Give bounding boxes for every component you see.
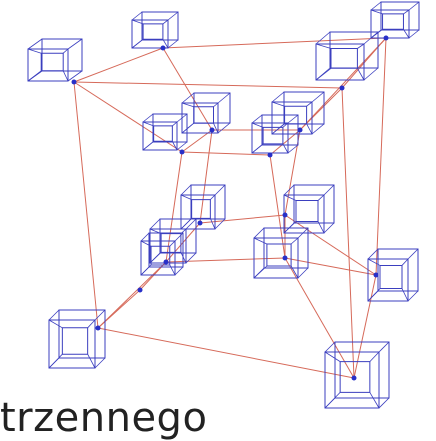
edge-26 (284, 257, 355, 379)
small-cubes (27, 1, 420, 409)
small-cube-15 (324, 341, 390, 409)
vertex-node-13 (282, 212, 288, 218)
small-cube-3 (370, 1, 420, 39)
vertex-node-15 (137, 287, 143, 293)
edge-9 (162, 47, 213, 131)
edge-6 (375, 37, 387, 276)
hypercube-wireframe (27, 1, 420, 409)
edge-22 (199, 214, 286, 224)
small-cube-11 (283, 184, 335, 234)
small-cube-14 (48, 309, 106, 369)
edge-28 (284, 257, 377, 276)
vertex-node-11 (197, 220, 203, 226)
vertex-node-2 (383, 35, 389, 41)
edge-8 (341, 87, 355, 379)
vertex-node-6 (267, 152, 273, 158)
vertex-node-14 (373, 272, 379, 278)
edge-4 (73, 81, 99, 329)
edge-29 (139, 261, 167, 291)
edge-12 (181, 151, 271, 156)
vertex-node-8 (95, 325, 101, 331)
edge-25 (97, 261, 167, 329)
vertex-node-12 (282, 255, 288, 261)
vertex-node-10 (163, 259, 169, 265)
edge-17 (165, 151, 183, 263)
caption-text: trzennego (0, 395, 208, 441)
vertex-node-3 (339, 85, 345, 91)
edge-27 (284, 214, 377, 276)
edge-10 (73, 81, 183, 153)
edge-0 (73, 47, 164, 83)
small-cube-8 (180, 184, 226, 230)
connecting-edges (73, 37, 387, 379)
vertex-nodes (71, 35, 389, 381)
edge-5 (97, 327, 355, 379)
edge-30 (97, 289, 141, 329)
small-cube-13 (367, 248, 419, 302)
edge-2 (73, 81, 343, 89)
small-cube-5 (142, 113, 188, 151)
vertex-node-0 (71, 79, 77, 85)
vertex-node-7 (297, 127, 303, 133)
small-cube-12 (253, 227, 309, 279)
small-cube-4 (181, 92, 231, 134)
edge-16 (299, 37, 387, 131)
edge-19 (269, 154, 286, 259)
vertex-node-1 (160, 45, 166, 51)
vertex-node-4 (179, 149, 185, 155)
small-cube-1 (131, 11, 179, 49)
small-cube-7 (251, 114, 299, 154)
edge-1 (162, 37, 387, 49)
edge-18 (199, 129, 213, 224)
small-cube-0 (27, 38, 83, 82)
small-cube-10 (140, 232, 184, 276)
vertex-node-9 (351, 375, 357, 381)
small-cube-9 (149, 218, 197, 264)
vertex-node-5 (209, 127, 215, 133)
edge-7 (353, 274, 377, 379)
hypercube-diagram: trzennego (0, 1, 420, 438)
edge-11 (181, 129, 213, 153)
